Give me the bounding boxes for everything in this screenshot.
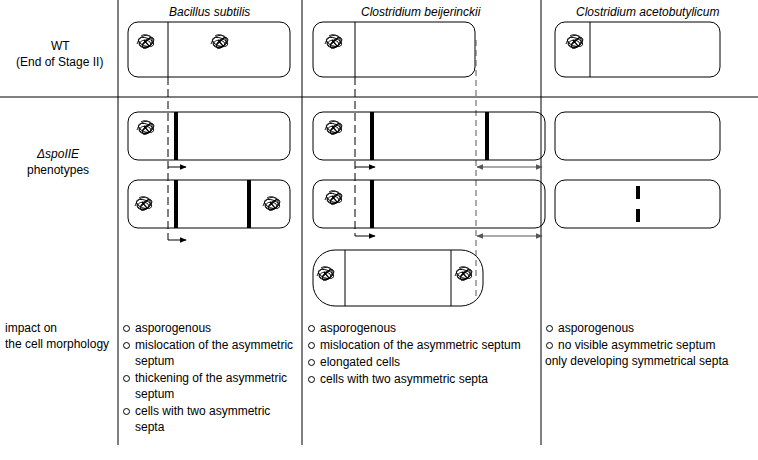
bullet-mark (123, 342, 130, 349)
column-header: Clostridium beijerinckii (361, 4, 480, 20)
label-text: asporogenous (558, 321, 634, 335)
label-text: Clostridium acetobutylicum (576, 5, 719, 19)
label-text: cells with two asymmetric septa (320, 372, 488, 386)
bullet-item: cells with two asymmetric septa (307, 371, 488, 387)
bullet-item: asporogenous (122, 320, 298, 336)
bullet-item: thickening of the asymmetric septum (122, 370, 298, 402)
label-text: (End of Stage II) (16, 55, 103, 69)
label-text: WT (51, 39, 70, 53)
label-text: thickening of the asymmetric septum (135, 371, 287, 401)
label-text: asporogenous (320, 321, 396, 335)
bullet-item: no visible asymmetric septum (545, 337, 715, 353)
label-text: mislocation of the asymmetric septum (135, 338, 293, 368)
label-text: asporogenous (135, 321, 211, 335)
bullet-item: mislocation of the asymmetric septum (122, 337, 298, 369)
row-label: phenotypes (27, 162, 89, 178)
row-label: WT (51, 38, 70, 54)
bullet-mark (546, 325, 553, 332)
row-label: (End of Stage II) (16, 54, 103, 70)
label-text: the cell morphology (5, 337, 109, 351)
label-text: elongated cells (320, 355, 400, 369)
column-header: Clostridium acetobutylicum (576, 4, 719, 20)
label-text: only developing symmetrical septa (545, 354, 728, 368)
bullet-item: mislocation of the asymmetric septum (307, 337, 521, 353)
bullet-mark (308, 325, 315, 332)
label-text: no visible asymmetric septum (558, 338, 715, 352)
bullet-mark (123, 375, 130, 382)
label-text: mislocation of the asymmetric septum (320, 338, 521, 352)
row-label: the cell morphology (5, 336, 109, 352)
note-text: only developing symmetrical septa (545, 353, 728, 369)
bullet-mark (546, 342, 553, 349)
bullet-mark (308, 359, 315, 366)
label-text: Bacillus subtilis (169, 5, 250, 19)
bullet-item: cells with two asymmetric septa (122, 403, 298, 435)
row-label: ΔspoIIE (37, 146, 79, 162)
bullet-item: asporogenous (545, 320, 634, 336)
bullet-mark (123, 408, 130, 415)
label-text: Clostridium beijerinckii (361, 5, 480, 19)
row-label: impact on (5, 320, 57, 336)
bullet-mark (308, 376, 315, 383)
column-header: Bacillus subtilis (169, 4, 250, 20)
bullet-mark (123, 325, 130, 332)
bullet-item: asporogenous (307, 320, 396, 336)
bullet-item: elongated cells (307, 354, 400, 370)
label-text: cells with two asymmetric septa (135, 404, 270, 434)
bullet-mark (308, 342, 315, 349)
label-text: phenotypes (27, 163, 89, 177)
label-text: impact on (5, 321, 57, 335)
label-text: ΔspoIIE (37, 147, 79, 161)
